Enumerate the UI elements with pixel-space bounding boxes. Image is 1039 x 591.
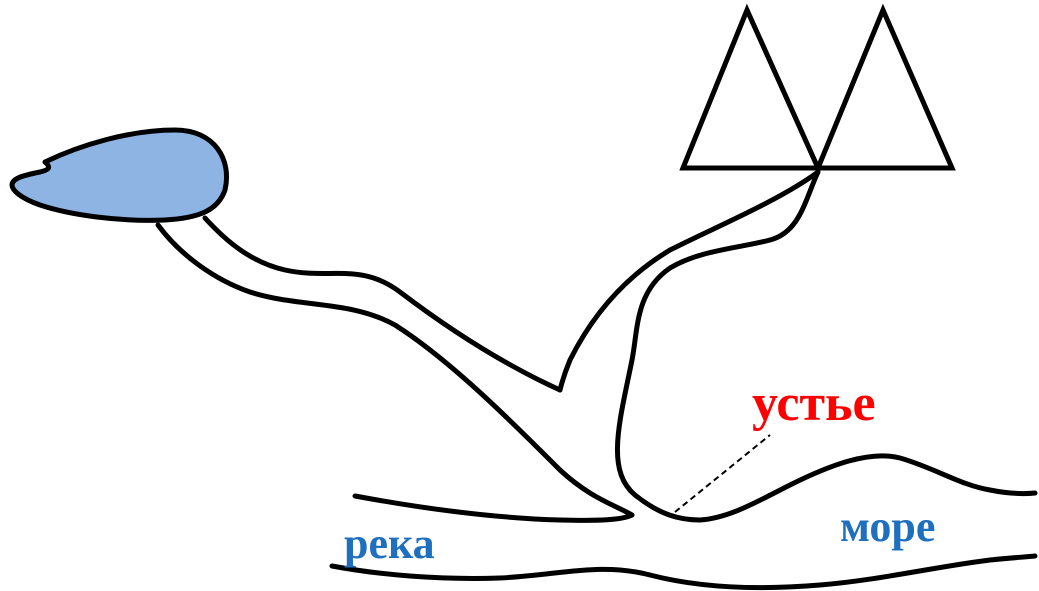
- river-bank-left: [557, 169, 821, 393]
- river-bank-right: [614, 169, 821, 523]
- leader-line: [674, 434, 771, 513]
- sea-label: море: [840, 502, 936, 551]
- mouth-label: устье: [752, 375, 876, 432]
- mountain-icon: [814, 3, 956, 171]
- mountain-icon: [679, 3, 822, 171]
- river-label: река: [344, 519, 435, 568]
- lake-shape: [9, 127, 229, 223]
- sea-coast: [697, 453, 1038, 523]
- bottom-bank: [329, 553, 1038, 590]
- tributary-bank-lower: [155, 222, 635, 518]
- river-lower-bank-upper: [352, 493, 635, 523]
- tributary-bank-upper: [202, 215, 563, 393]
